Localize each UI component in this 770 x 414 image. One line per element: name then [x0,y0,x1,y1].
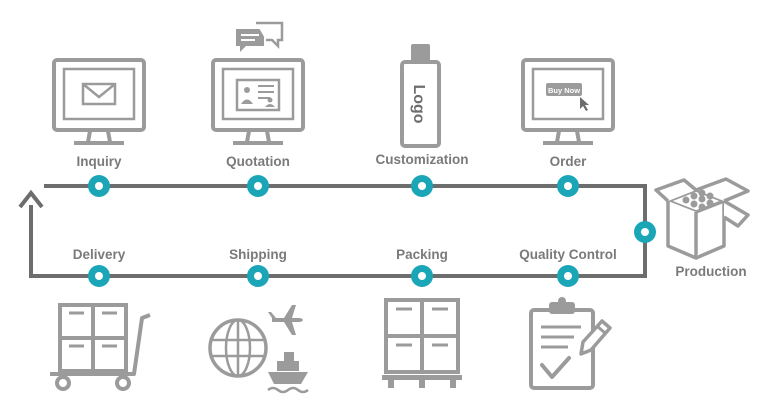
node-quotation [247,175,269,197]
node-packing [411,265,433,287]
step-label-shipping: Shipping [229,247,287,262]
node-shipping [247,265,269,287]
step-label-quotation: Quotation [226,154,290,169]
globe-plane-ship-icon [208,305,309,394]
monitor-envelope-icon [52,58,146,145]
step-label-inquiry: Inquiry [76,154,121,169]
stacked-boxes-icon [382,298,462,388]
buy-now-text: Buy Now [548,86,580,95]
process-flow-line [29,184,647,278]
flow-nodes [88,175,656,287]
step-label-production: Production [675,264,746,279]
hand-truck-icon [50,303,151,391]
step-label-delivery: Delivery [73,247,126,262]
usb-logo-text: Logo [410,84,427,123]
node-customization [411,175,433,197]
node-delivery [88,265,110,287]
step-label-quality-control: Quality Control [519,247,617,262]
usb-logo-icon: Logo [400,44,441,148]
step-label-customization: Customization [376,152,469,167]
node-inquiry [88,175,110,197]
node-order [557,175,579,197]
arrow-head-icon [18,189,44,209]
open-box-icon [654,177,750,260]
node-quality-control [557,265,579,287]
step-label-order: Order [550,154,588,169]
monitor-quote-icon [211,21,305,145]
clipboard-check-icon [529,297,612,390]
step-label-packing: Packing [396,247,448,262]
monitor-buy-now-icon: Buy Now [521,58,615,145]
node-production [634,221,656,243]
